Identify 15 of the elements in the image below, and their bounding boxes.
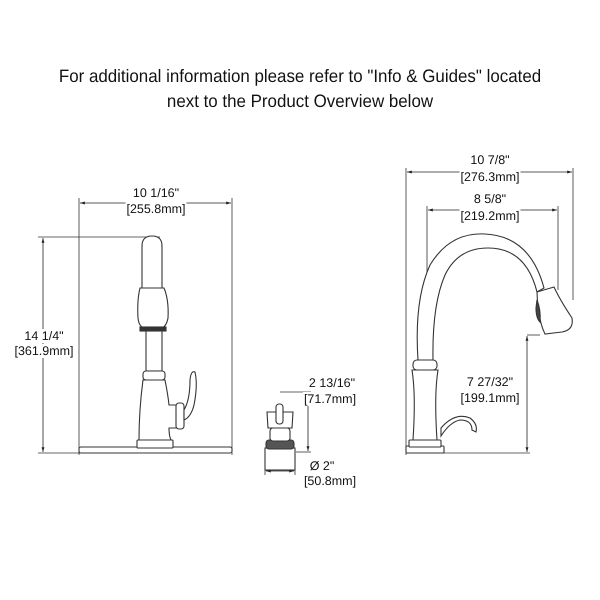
dimension-label: [255.8mm] (125, 202, 187, 216)
dimension-label: 7 27/32" (466, 375, 514, 389)
dimension-label: Ø 2" (308, 459, 336, 473)
dimension-label: 10 7/8" (469, 153, 511, 167)
dimension-label: 14 1/4" (23, 329, 65, 343)
dimension-label: 10 1/16" (132, 186, 180, 200)
dimension-label: [276.3mm] (459, 170, 521, 184)
dimension-label: 2 13/16" (308, 376, 356, 390)
dimension-label: [219.2mm] (459, 209, 521, 223)
dimension-label: [199.1mm] (459, 391, 521, 405)
dimension-label: [50.8mm] (302, 474, 358, 488)
dimension-label: 8 5/8" (472, 192, 508, 206)
dimension-label: [361.9mm] (13, 344, 75, 358)
dimension-label: [71.7mm] (302, 392, 358, 406)
title: For additional information please refer to "Info & Guides" located next to the Product Overview below (58, 65, 542, 113)
